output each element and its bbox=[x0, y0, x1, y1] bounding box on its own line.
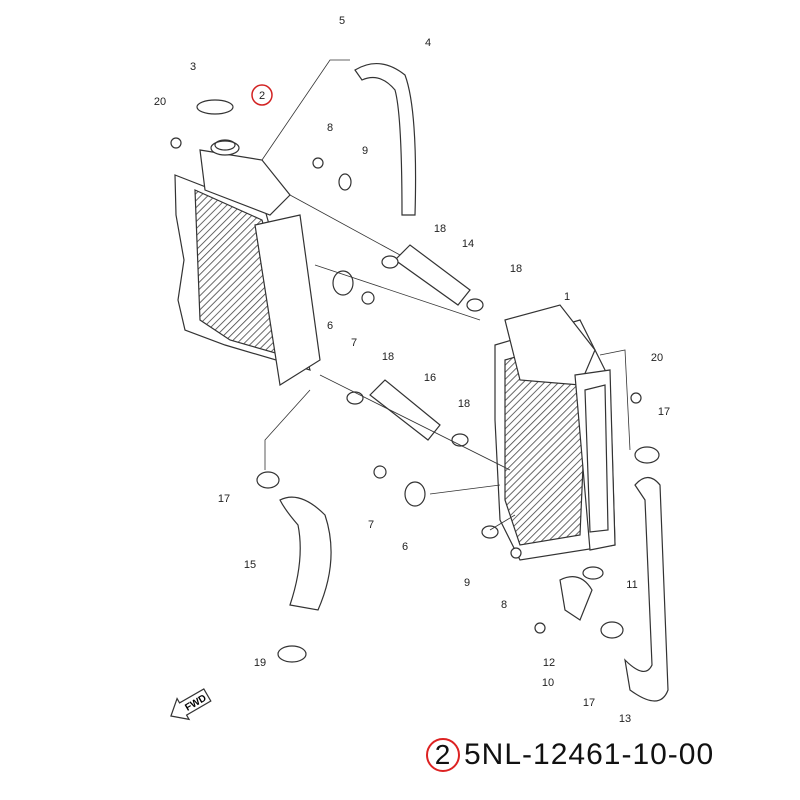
callout-16[interactable]: 16 bbox=[424, 372, 436, 384]
callout-20[interactable]: 20 bbox=[154, 96, 166, 108]
callout-layer: 5432208918141812067181617181715761198121… bbox=[154, 15, 670, 725]
callout-20[interactable]: 20 bbox=[651, 352, 663, 364]
callout-3[interactable]: 3 bbox=[190, 61, 196, 73]
callout-13[interactable]: 13 bbox=[619, 713, 631, 725]
callout-7[interactable]: 7 bbox=[351, 337, 357, 349]
part-number: 5NL-12461-10-00 bbox=[464, 738, 715, 771]
callout-5[interactable]: 5 bbox=[339, 15, 345, 27]
callout-8[interactable]: 8 bbox=[501, 599, 507, 611]
callout-18[interactable]: 18 bbox=[510, 263, 522, 275]
callout-4[interactable]: 4 bbox=[425, 37, 431, 49]
callout-17[interactable]: 17 bbox=[583, 697, 595, 709]
callout-17[interactable]: 17 bbox=[218, 493, 230, 505]
part-number-caption: 2 5NL-12461-10-00 bbox=[426, 738, 714, 772]
o-ring-11 bbox=[582, 566, 604, 580]
fitting-10 bbox=[559, 576, 593, 621]
radiator-cap-3 bbox=[196, 99, 234, 115]
callout-9[interactable]: 9 bbox=[464, 577, 470, 589]
pipe-16 bbox=[369, 379, 441, 441]
hose-15 bbox=[279, 496, 332, 611]
left-radiator bbox=[174, 139, 321, 386]
fwd-label: FWD bbox=[183, 693, 208, 714]
callout-18[interactable]: 18 bbox=[434, 223, 446, 235]
hose-13 bbox=[624, 476, 669, 702]
callout-17[interactable]: 17 bbox=[658, 406, 670, 418]
callout-6[interactable]: 6 bbox=[327, 320, 333, 332]
callout-2[interactable]: 2 bbox=[259, 90, 265, 102]
callout-6[interactable]: 6 bbox=[402, 541, 408, 553]
callout-19[interactable]: 19 bbox=[254, 657, 266, 669]
right-radiator bbox=[494, 304, 616, 561]
callout-12[interactable]: 12 bbox=[543, 657, 555, 669]
clamp-17 bbox=[256, 471, 280, 489]
highlight-ring bbox=[251, 84, 273, 106]
fwd-arrow-icon: FWD bbox=[170, 688, 212, 721]
callout-10[interactable]: 10 bbox=[542, 677, 554, 689]
callout-15[interactable]: 15 bbox=[244, 559, 256, 571]
callout-14[interactable]: 14 bbox=[462, 238, 474, 250]
callout-18[interactable]: 18 bbox=[458, 398, 470, 410]
clamp-19 bbox=[277, 645, 307, 663]
callout-11[interactable]: 11 bbox=[626, 579, 637, 591]
callout-18[interactable]: 18 bbox=[382, 351, 394, 363]
reference-number-badge: 2 bbox=[426, 738, 460, 772]
callout-7[interactable]: 7 bbox=[368, 519, 374, 531]
hose-4 bbox=[354, 63, 417, 216]
callout-9[interactable]: 9 bbox=[362, 145, 368, 157]
pipe-14 bbox=[394, 244, 471, 306]
callout-8[interactable]: 8 bbox=[327, 122, 333, 134]
callout-1[interactable]: 1 bbox=[564, 291, 570, 303]
